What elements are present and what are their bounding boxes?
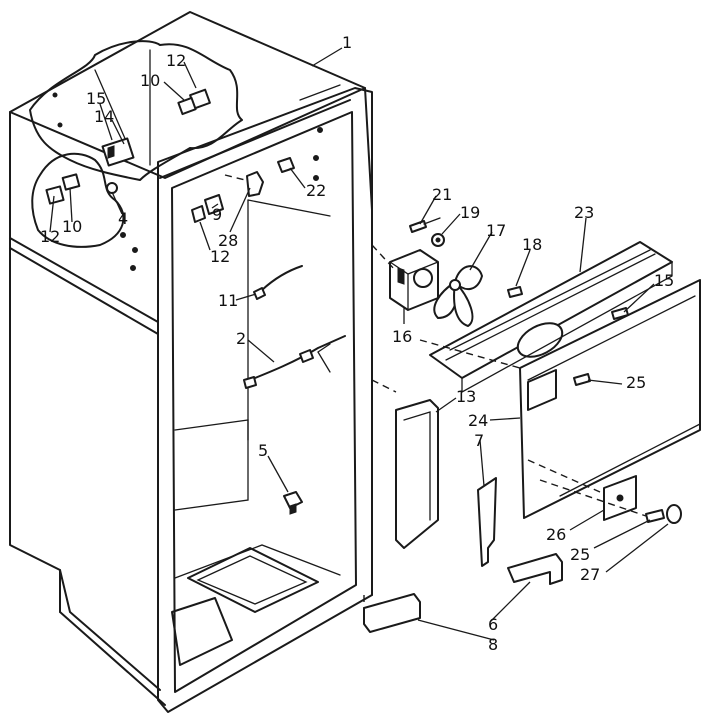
callout-6: 6 — [488, 615, 498, 634]
detail-patch-lower — [31, 152, 125, 248]
callout-26: 26 — [546, 525, 566, 544]
detail-patch-upper — [29, 40, 243, 181]
callout-5: 5 — [258, 441, 268, 460]
part-grommet-19 — [431, 233, 445, 247]
part-screw-18 — [507, 286, 523, 298]
part-wire-11 — [253, 265, 303, 300]
callout-2: 2 — [236, 329, 246, 348]
part-strip-8 — [363, 593, 421, 633]
part-screw-21 — [409, 217, 441, 233]
part-fan-blade-17 — [433, 265, 483, 327]
callout-28: 28 — [218, 231, 238, 250]
part-bracket-9 — [191, 194, 224, 223]
callout-24: 24 — [468, 411, 488, 430]
callout-13: 13 — [456, 387, 476, 406]
callout-12-top: 12 — [166, 51, 186, 70]
callout-8: 8 — [488, 635, 498, 654]
callout-1: 1 — [342, 33, 352, 52]
callout-4: 4 — [118, 209, 128, 228]
part-bracket-12-upper — [177, 88, 211, 116]
part-screw-15-right — [611, 307, 629, 320]
leader-lines — [49, 47, 669, 641]
callout-15-left: 15 — [86, 89, 106, 108]
part-grommet-27 — [666, 504, 682, 524]
part-bracket-cluster-lower — [45, 173, 118, 205]
part-cover-23 — [429, 241, 673, 394]
callout-19: 19 — [460, 203, 480, 222]
part-bracket-6 — [507, 553, 563, 585]
callout-9: 9 — [212, 205, 222, 224]
callout-7: 7 — [474, 431, 484, 450]
callout-12-left: 12 — [40, 227, 60, 246]
callout-14: 14 — [94, 107, 114, 126]
part-duct-13 — [395, 399, 439, 549]
callout-10-left: 10 — [62, 217, 82, 236]
part-screw-25-lower — [645, 509, 665, 523]
callout-labels: 1 12 10 15 14 22 4 10 12 28 9 12 11 2 5 … — [40, 33, 674, 654]
callout-23: 23 — [574, 203, 594, 222]
callout-16: 16 — [392, 327, 412, 346]
callout-15-right: 15 — [654, 271, 674, 290]
callout-22: 22 — [306, 181, 326, 200]
part-harness-2 — [243, 335, 346, 389]
part-switch-14 — [101, 137, 135, 167]
callout-18: 18 — [522, 235, 542, 254]
part-screw-25-upper — [573, 373, 591, 386]
part-fan-motor-16 — [389, 249, 439, 311]
callout-10-top: 10 — [140, 71, 160, 90]
callout-27: 27 — [580, 565, 600, 584]
part-plate-26 — [603, 475, 637, 521]
assembly-lines — [224, 174, 647, 608]
callout-25-upper: 25 — [626, 373, 646, 392]
part-socket-28 — [246, 171, 264, 197]
callout-11: 11 — [218, 291, 238, 310]
part-connector-5 — [283, 491, 303, 515]
part-baffle-7 — [477, 477, 497, 567]
callout-17: 17 — [486, 221, 506, 240]
callout-12-mid: 12 — [210, 247, 230, 266]
callout-25-lower: 25 — [570, 545, 590, 564]
cabinet-liner — [9, 11, 373, 713]
callout-21: 21 — [432, 185, 452, 204]
